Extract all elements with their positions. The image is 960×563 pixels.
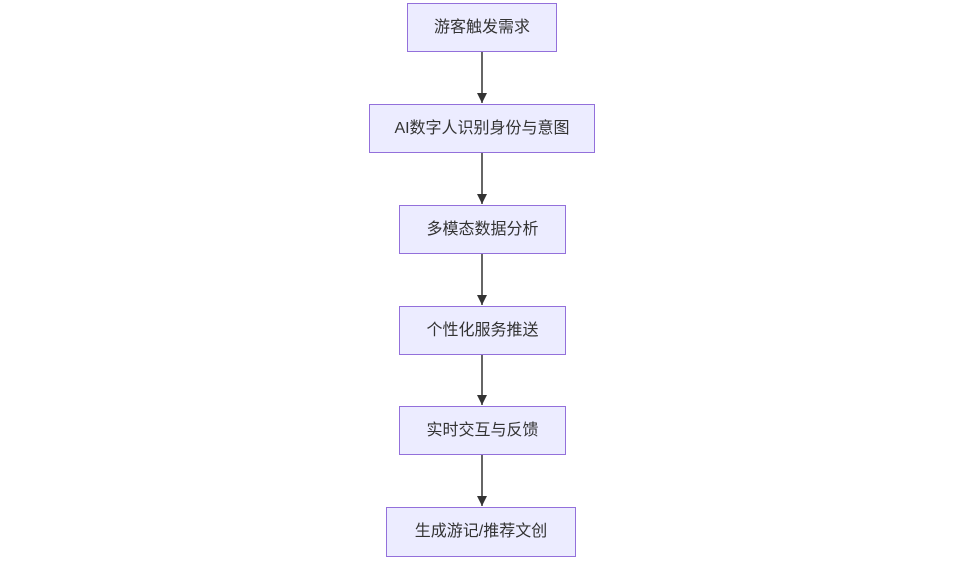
node-generate-travelogue-label: 生成游记/推荐文创 bbox=[414, 523, 548, 541]
node-multimodal-analysis-label: 多模态数据分析 bbox=[426, 220, 539, 238]
node-ai-identify-intent: AI数字人识别身份与意图 bbox=[369, 104, 595, 153]
node-personalized-push: 个性化服务推送 bbox=[399, 306, 566, 355]
node-trigger-demand: 游客触发需求 bbox=[407, 3, 557, 52]
node-personalized-push-label: 个性化服务推送 bbox=[426, 321, 539, 339]
node-multimodal-analysis: 多模态数据分析 bbox=[399, 205, 566, 254]
node-ai-identify-intent-label: AI数字人识别身份与意图 bbox=[394, 119, 570, 137]
node-realtime-feedback-label: 实时交互与反馈 bbox=[426, 421, 539, 439]
node-trigger-demand-label: 游客触发需求 bbox=[433, 18, 530, 36]
node-realtime-feedback: 实时交互与反馈 bbox=[399, 406, 566, 455]
node-generate-travelogue: 生成游记/推荐文创 bbox=[386, 507, 576, 557]
